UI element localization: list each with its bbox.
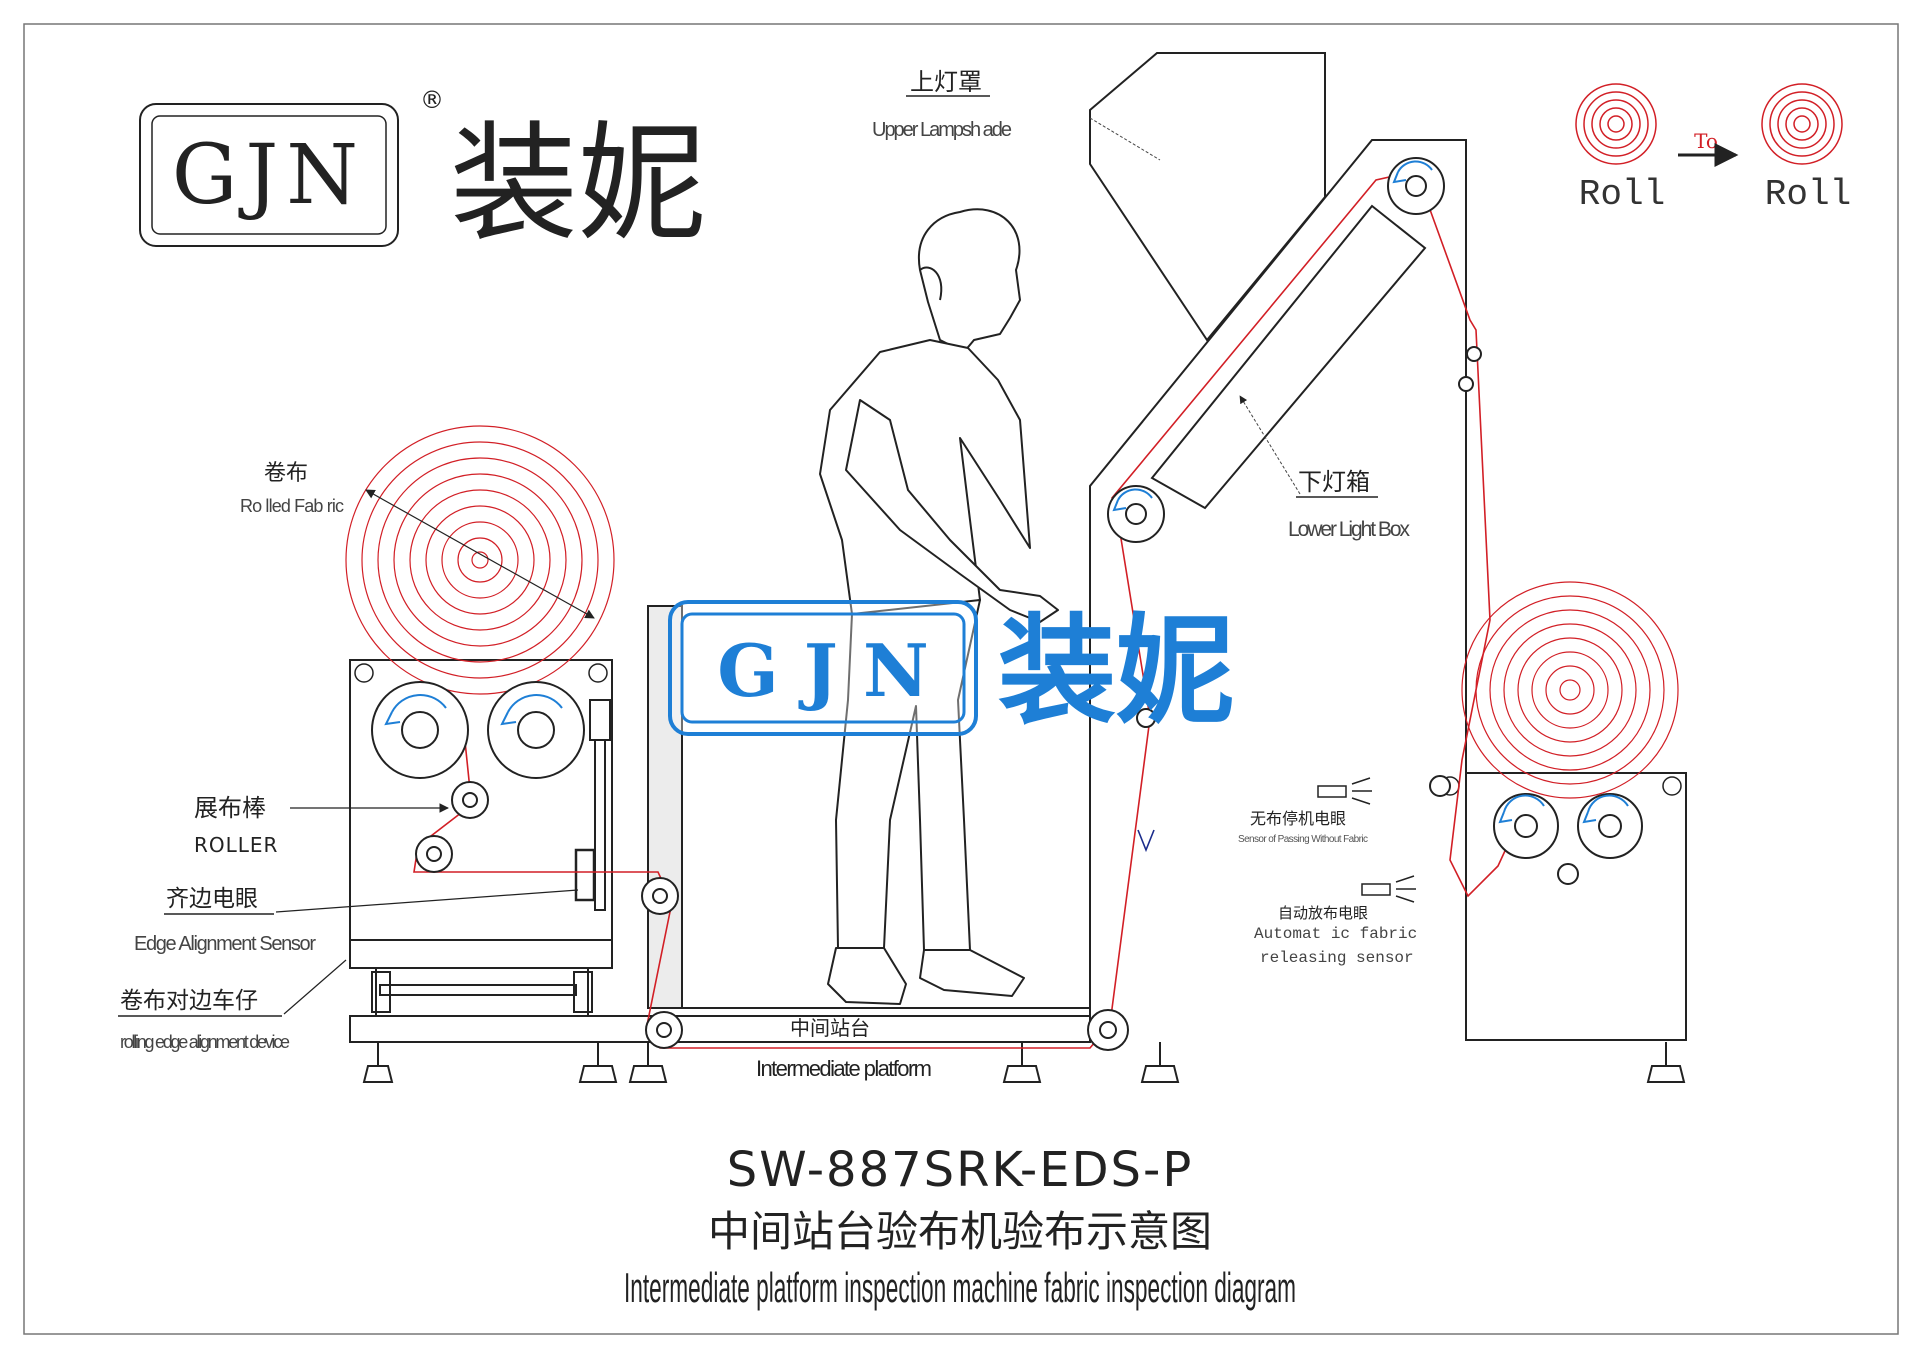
right-fabric-roll	[1461, 581, 1679, 799]
alignment-cart-wheel-right	[573, 971, 593, 1013]
roller-tension-2	[1458, 376, 1474, 392]
platform-left-wall	[647, 605, 683, 1009]
operator-head	[917, 208, 1021, 353]
rotation-arrow-left-2	[507, 694, 563, 713]
label-rolled-fabric-en: Ro lled Fab ric	[240, 496, 344, 516]
rotation-arrows	[384, 160, 1629, 824]
watermark-chinese: 装妮	[998, 602, 1234, 740]
page-frame	[23, 23, 1899, 1335]
label-roller-cn: 展布棒	[194, 794, 266, 822]
roller-cabinet-bottom	[1087, 1009, 1129, 1051]
label-rolling-device-en: rolling edge alignment device	[120, 1032, 290, 1052]
rotation-arrow-left-1	[391, 694, 447, 713]
label-roller-en: ROLLER	[194, 833, 278, 857]
roller-top	[1387, 157, 1445, 215]
roller-right-entry	[1429, 775, 1451, 797]
logo-outer-box	[139, 103, 399, 247]
roller-left-lower	[415, 835, 453, 873]
footer-title-en: Intermediate platform inspection machine…	[624, 1264, 1296, 1311]
legend-roll-from: Roll	[1579, 174, 1665, 215]
label-upper-lamp-cn: 上灯罩	[910, 68, 982, 96]
operator-figure	[819, 208, 1059, 1005]
inspection-cabinet	[1089, 139, 1687, 1041]
roller-right-2	[1577, 793, 1643, 859]
logo-brand-chinese: 装妮	[450, 110, 706, 259]
intermediate-platform	[349, 605, 1091, 1043]
watermark: G J N 装妮	[668, 600, 1234, 740]
fabric-direction-arrow	[1137, 829, 1155, 853]
label-upper-lamp-en: Upper Lampsh ade	[872, 119, 1012, 141]
roller-spreader	[451, 781, 489, 819]
rotation-arrow-top	[1397, 160, 1433, 173]
logo-registered-mark: ®	[420, 86, 444, 114]
label-edge-sensor-en: Edge Alignment Sensor	[134, 933, 316, 955]
legend-spiral-right	[1761, 83, 1843, 165]
machine-feet	[362, 1039, 1686, 1083]
left-rolling-machine	[349, 659, 613, 1015]
upper-lamp-leader	[1089, 117, 1161, 161]
edge-sensor-leader	[275, 889, 579, 913]
legend-spiral-left	[1575, 83, 1657, 165]
label-auto-release-en-2: releasing sensor	[1260, 949, 1414, 967]
operator-shoe-left	[827, 947, 907, 1005]
label-lower-light-box-en: Lower Light Box	[1288, 518, 1411, 541]
rolled-fabric-leader	[365, 489, 595, 619]
roller-tension-1	[1466, 346, 1482, 362]
roller-left-large-2	[487, 681, 585, 779]
left-fabric-roll	[345, 425, 615, 695]
roll-to-roll-legend: Roll To Roll	[1575, 83, 1851, 215]
roller-platform-top	[641, 877, 679, 915]
operator-arm	[845, 399, 1059, 623]
footer-model: SW-887SRK-EDS-P	[727, 1142, 1194, 1198]
roller-left-large-1	[371, 681, 469, 779]
watermark-latin: G J N	[717, 628, 929, 713]
left-unit-corner-bolt-2	[588, 663, 608, 683]
upper-lamp-shade	[1089, 52, 1326, 342]
rolling-device-leader	[283, 959, 347, 1015]
label-auto-release-cn: 自动放布电眼	[1278, 904, 1368, 922]
alignment-cart-bar	[379, 984, 577, 996]
rotation-arrow-right-2	[1587, 794, 1629, 813]
label-platform-en: Intermediate platform	[756, 1056, 932, 1081]
logo-brand-latin: GJN	[172, 128, 366, 223]
roller-cabinet-guide	[1136, 708, 1156, 728]
edge-sensor-block	[574, 848, 596, 902]
roller-platform-bottom	[645, 1011, 683, 1049]
edge-sensor-rail	[594, 739, 606, 911]
legend-to-label: To	[1694, 129, 1718, 153]
label-auto-release-en-1: Automat ic fabric	[1254, 925, 1417, 943]
roller-right-1	[1493, 793, 1559, 859]
platform-deck	[349, 1015, 1091, 1043]
label-lower-light-box-cn: 下灯箱	[1298, 468, 1370, 496]
roller-cabinet-upper	[1107, 485, 1165, 543]
right-unit-corner-bolt-2	[1662, 776, 1682, 796]
footer-title-cn: 中间站台验布机验布示意图	[708, 1207, 1212, 1256]
logo-inner-box	[151, 115, 387, 235]
roller-right-small	[1557, 863, 1579, 885]
rotation-arrow-right-1	[1503, 794, 1545, 813]
rotation-arrow-cabinet	[1117, 488, 1153, 501]
label-no-fabric-sensor-en: Sensor of Passing Without Fabric	[1238, 834, 1368, 845]
auto-release-sensor-icon	[1361, 875, 1416, 903]
edge-sensor-frame	[589, 699, 611, 741]
left-unit-corner-bolt-1	[354, 663, 374, 683]
label-rolled-fabric-cn: 卷布	[264, 461, 308, 486]
no-fabric-sensor-icon	[1317, 777, 1372, 805]
watermark-outer-box	[668, 600, 978, 736]
alignment-cart-wheel-left	[371, 971, 391, 1013]
operator-shoe-right	[919, 949, 1025, 997]
watermark-inner-box	[680, 612, 966, 724]
label-rolling-device-cn: 卷布对边车仔	[120, 988, 258, 1014]
lower-light-box	[1150, 204, 1427, 510]
legend-roll-to: Roll	[1765, 174, 1851, 215]
label-no-fabric-sensor-cn: 无布停机电眼	[1250, 809, 1346, 828]
label-platform-cn: 中间站台	[790, 1016, 870, 1040]
label-edge-sensor-cn: 齐边电眼	[166, 886, 258, 912]
logo: GJN ® 装妮	[139, 86, 706, 259]
lower-light-box-leader	[1239, 395, 1301, 495]
